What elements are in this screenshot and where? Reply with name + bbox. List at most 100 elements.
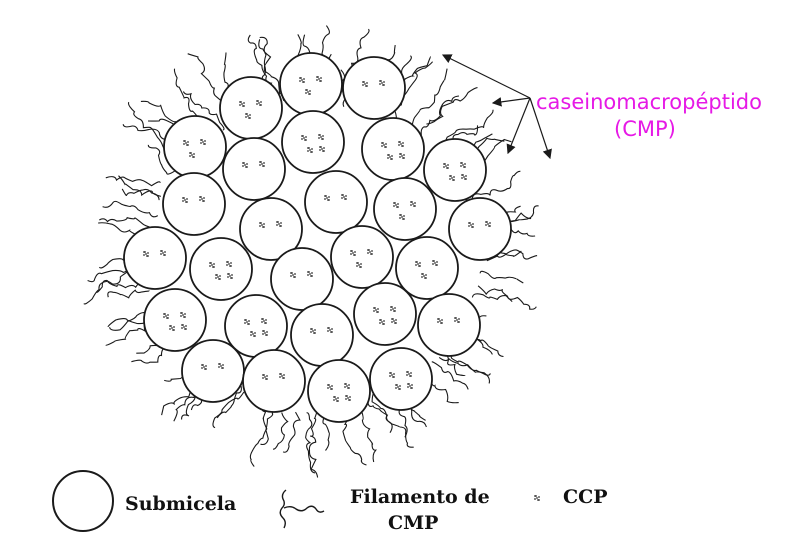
ccp-dot	[327, 384, 333, 390]
submicelle	[270, 247, 334, 311]
cmp-filament	[121, 188, 160, 201]
annotation-label-line1: caseinomacropéptido	[536, 90, 762, 114]
cmp-filament	[367, 401, 393, 433]
ccp-dot	[299, 77, 305, 83]
cmp-filament	[438, 356, 491, 384]
cmp-arrow	[441, 54, 531, 99]
ccp-dot	[239, 101, 245, 107]
ccp-dot	[460, 162, 466, 168]
ccp-dot	[485, 221, 491, 227]
ccp-dot	[461, 174, 467, 180]
submicelle-circle	[143, 288, 207, 352]
submicelle	[361, 117, 425, 181]
ccp-dot	[227, 273, 233, 279]
submicelle	[222, 137, 286, 201]
cmp-filament	[105, 176, 161, 187]
ccp-dot	[200, 139, 206, 145]
cmp-filament	[182, 91, 225, 131]
ccp-dot	[387, 154, 393, 160]
cmp-filament	[99, 217, 150, 228]
ccp-dot	[407, 383, 413, 389]
submicelle-circle	[448, 197, 512, 261]
cmp-arrows	[441, 54, 552, 160]
ccp-dot	[199, 196, 205, 202]
ccp-dot	[262, 330, 268, 336]
submicelle	[373, 177, 437, 241]
cmp-arrow	[529, 97, 552, 160]
ccp-dot	[160, 250, 166, 256]
submicelle	[448, 197, 512, 261]
cmp-filament	[305, 412, 316, 474]
cmp-filament	[102, 200, 159, 218]
cmp-arrow	[506, 97, 531, 155]
ccp-dot	[218, 363, 224, 369]
submicelle-circle	[181, 339, 245, 403]
ccp-dot	[367, 249, 373, 255]
submicelle-circle	[163, 115, 227, 179]
ccp-dot	[437, 318, 443, 324]
ccp-dot	[379, 319, 385, 325]
ccp-dot	[468, 222, 474, 228]
ccp-dot	[381, 142, 387, 148]
submicelle-circle	[222, 137, 286, 201]
ccp-dot	[169, 325, 175, 331]
legend-ccp-label: CCP	[563, 486, 608, 508]
legend-filamento-label-line1: Filamento de	[350, 486, 490, 508]
submicelle	[330, 225, 394, 289]
submicelle	[281, 110, 345, 174]
ccp-dot	[350, 250, 356, 256]
ccp-dot	[250, 331, 256, 337]
ccp-dot	[310, 328, 316, 334]
submicelle-circle	[373, 177, 437, 241]
cmp-filament	[272, 412, 289, 450]
ccp-dot	[290, 272, 296, 278]
ccp-dot	[182, 197, 188, 203]
ccp-dot	[415, 261, 421, 267]
ccp-dot	[395, 384, 401, 390]
ccp-dot	[318, 134, 324, 140]
ccp-dot	[183, 140, 189, 146]
cmp-filament	[426, 87, 478, 125]
ccp-dot	[333, 396, 339, 402]
submicelle	[163, 115, 227, 179]
ccp-dot	[244, 319, 250, 325]
ccp-dot	[421, 273, 427, 279]
ccp-dot	[373, 307, 379, 313]
ccp-dot	[410, 201, 416, 207]
submicelle-circle	[395, 236, 459, 300]
cmp-arrow	[491, 97, 531, 107]
submicelle	[189, 237, 253, 301]
ccp-dot	[443, 163, 449, 169]
submicelle	[242, 349, 306, 413]
ccp-dot	[307, 147, 313, 153]
submicelle	[304, 170, 368, 234]
ccp-dot	[256, 100, 262, 106]
annotation-label-line2: (CMP)	[614, 117, 676, 141]
submicelle	[395, 236, 459, 300]
submicelle	[239, 197, 303, 261]
ccp-dot	[209, 262, 215, 268]
submicelle	[307, 359, 371, 423]
ccp-dot	[390, 306, 396, 312]
ccp-dot	[345, 395, 351, 401]
cmp-filament	[95, 279, 143, 293]
ccp-dot	[259, 161, 265, 167]
ccp-dot	[305, 89, 311, 95]
cmp-filament	[431, 361, 469, 390]
submicelle	[290, 303, 354, 367]
ccp-dot	[449, 175, 455, 181]
ccp-dot	[398, 141, 404, 147]
submicelle	[369, 347, 433, 411]
ccp-dot	[399, 153, 405, 159]
cmp-filament	[212, 391, 245, 429]
submicelle-circle	[353, 282, 417, 346]
ccp-dot	[181, 324, 187, 330]
submicelle-circle	[239, 197, 303, 261]
submicelle	[423, 138, 487, 202]
ccp-dot	[163, 313, 169, 319]
cmp-filament	[308, 407, 319, 478]
cmp-filament	[216, 385, 242, 419]
legend-ccp-icon	[534, 495, 540, 501]
submicelle-circle	[189, 237, 253, 301]
